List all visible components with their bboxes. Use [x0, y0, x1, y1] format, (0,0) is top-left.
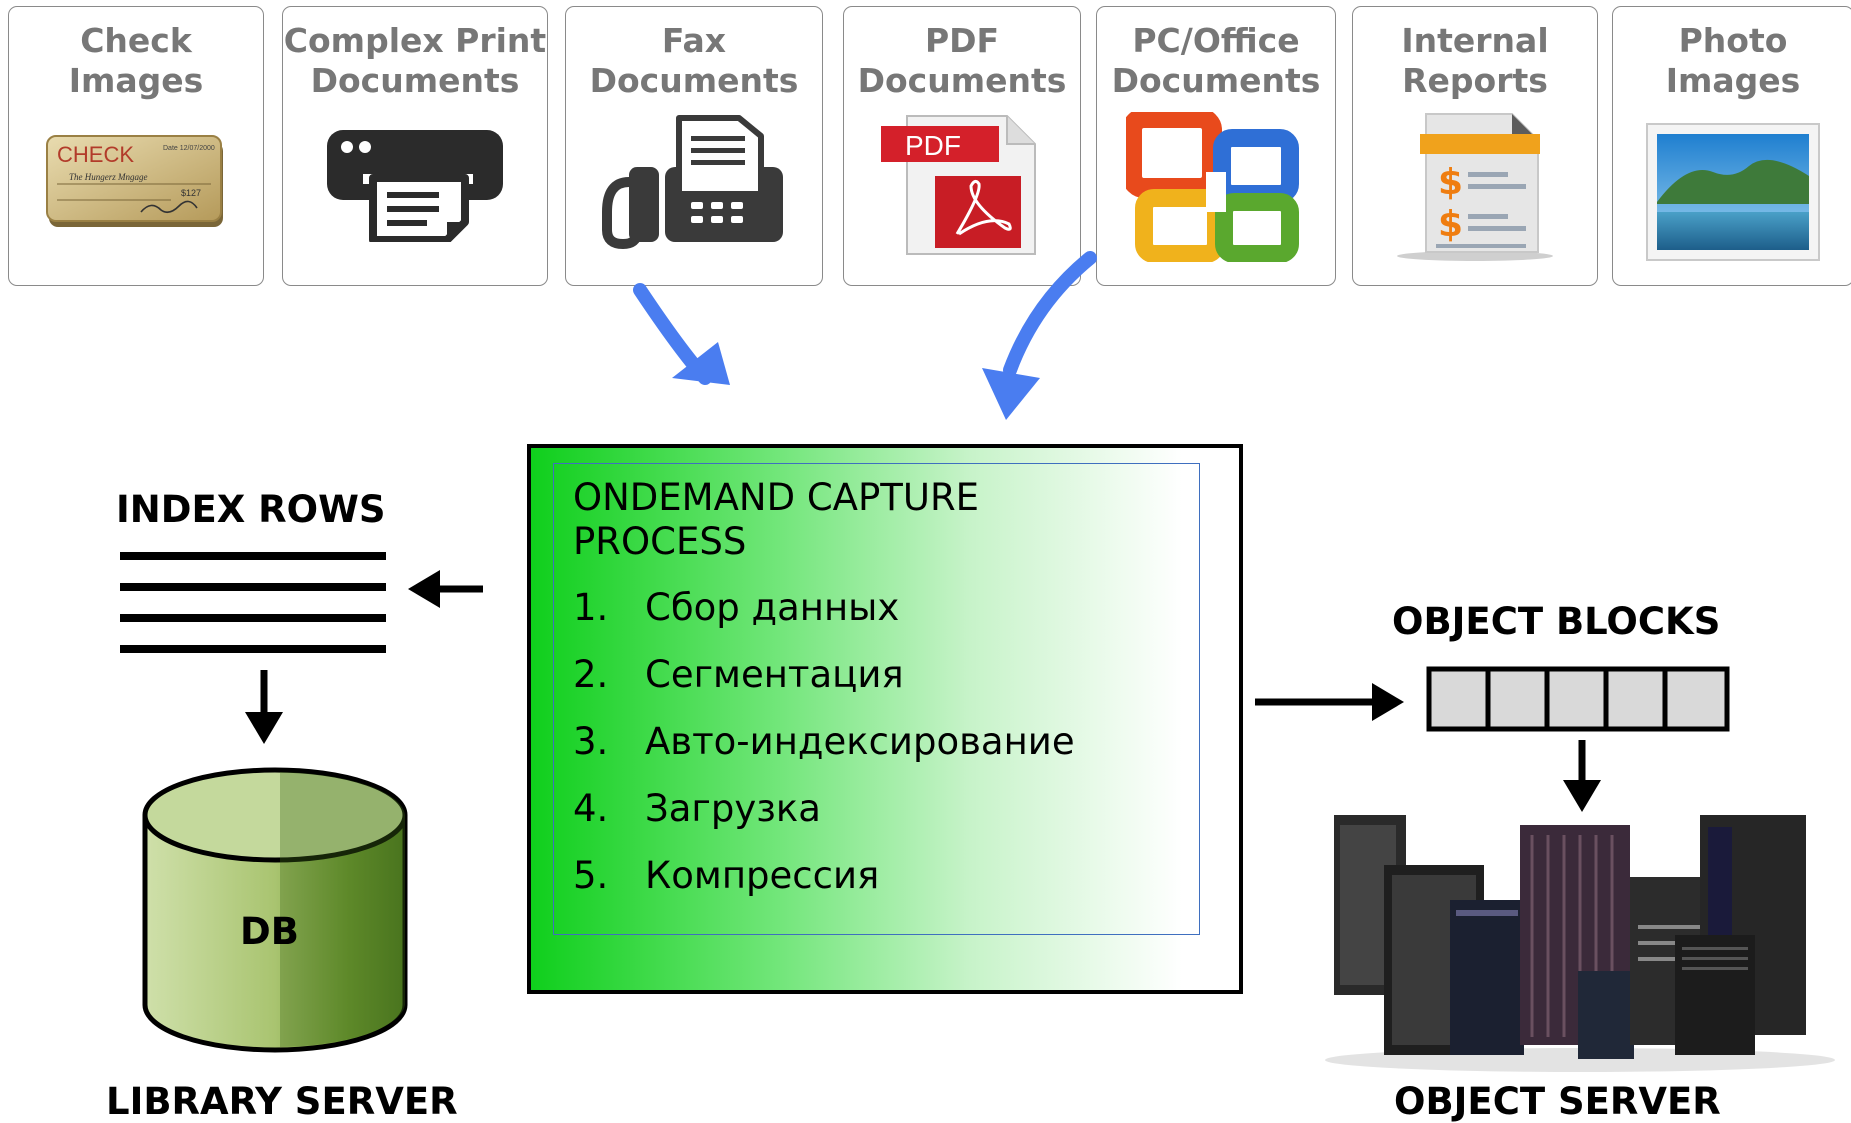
process-step: 4.Загрузка	[573, 787, 821, 830]
photo-icon	[1613, 112, 1851, 272]
process-step: 2.Сегментация	[573, 653, 904, 696]
process-step: 1.Сбор данных	[573, 586, 900, 629]
library-server-label: LIBRARY SERVER	[106, 1080, 458, 1123]
server-hardware-image	[1325, 815, 1835, 1072]
object-blocks-label: OBJECT BLOCKS	[1392, 600, 1721, 643]
svg-text:CHECK: CHECK	[57, 142, 134, 167]
svg-text:$127: $127	[181, 188, 201, 198]
flow-arrow-left-head	[672, 342, 730, 385]
process-step: 5.Компрессия	[573, 854, 880, 897]
flow-arrow-right	[1003, 251, 1097, 377]
index-rows-label: INDEX ROWS	[116, 488, 386, 531]
arrow-to-object-server-head	[1563, 780, 1601, 812]
arrow-to-db-head	[245, 712, 283, 744]
report-icon: $ $	[1353, 112, 1597, 272]
printer-icon	[283, 112, 547, 272]
check-icon: CHECK Date 12/07/2000 The Hungerz Mngage…	[9, 112, 263, 272]
svg-text:$: $	[1438, 162, 1463, 203]
fax-icon	[566, 112, 822, 272]
svg-text:$: $	[1438, 204, 1463, 245]
object-blocks	[1426, 666, 1730, 732]
arrow-to-object-blocks-head	[1372, 683, 1404, 721]
object-server-label: OBJECT SERVER	[1394, 1080, 1721, 1123]
flow-arrow-right-head	[982, 368, 1040, 420]
svg-text:Date 12/07/2000: Date 12/07/2000	[163, 145, 215, 152]
db-label: DB	[240, 910, 299, 953]
office-icon	[1097, 112, 1335, 272]
arrow-to-index-rows-head	[408, 570, 440, 608]
db-cylinder	[142, 767, 408, 1053]
pdf-icon: PDF	[844, 112, 1080, 272]
process-step: 3.Авто-индексирование	[573, 720, 1075, 763]
svg-text:PDF: PDF	[905, 130, 961, 161]
svg-text:The Hungerz Mngage: The Hungerz Mngage	[69, 172, 148, 182]
